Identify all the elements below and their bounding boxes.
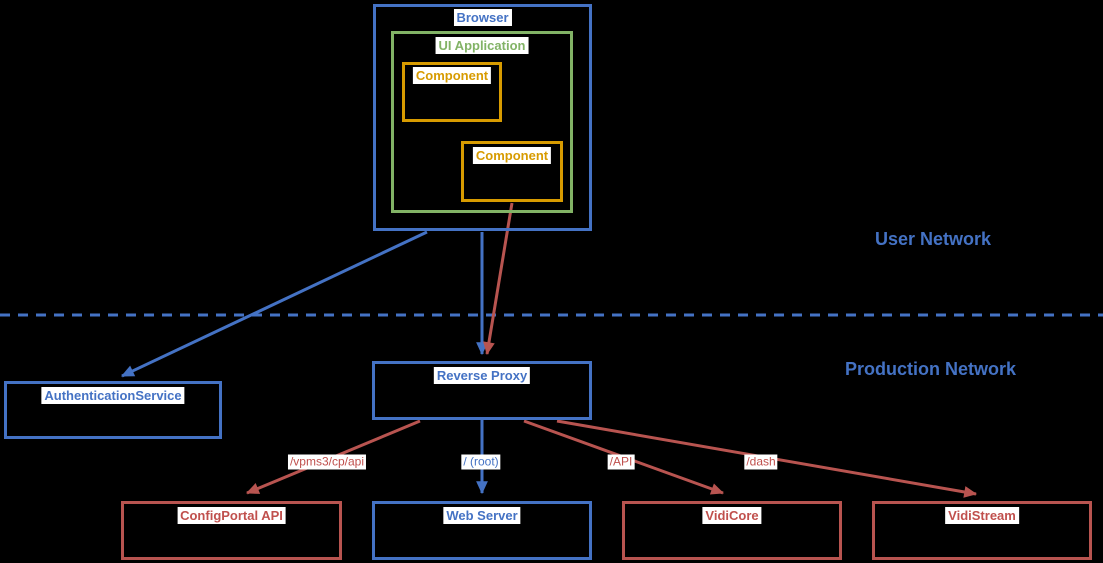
- node-vidicore-label: VidiCore: [702, 507, 762, 524]
- node-ui-application-label: UI Application: [435, 37, 529, 54]
- node-authentication-service-label: AuthenticationService: [41, 387, 185, 404]
- node-component-2: Component: [461, 141, 563, 202]
- edge-label-dash: /dash: [744, 454, 778, 470]
- node-web-server-label: Web Server: [443, 507, 521, 524]
- node-vidistream: VidiStream: [872, 501, 1092, 560]
- node-component-2-label: Component: [472, 147, 552, 164]
- node-reverse-proxy: Reverse Proxy: [372, 361, 592, 420]
- node-configportal-api-label: ConfigPortal API: [177, 507, 286, 524]
- node-authentication-service: AuthenticationService: [4, 381, 222, 439]
- edge-label-vpms3-cp-api: /vpms3/cp/api: [287, 454, 367, 470]
- node-web-server: Web Server: [372, 501, 592, 560]
- node-browser-label: Browser: [453, 9, 512, 26]
- node-component-1-label: Component: [412, 67, 492, 84]
- node-browser: Browser: [373, 4, 592, 231]
- edge-browser-authservice: [121, 230, 428, 378]
- node-vidicore: VidiCore: [622, 501, 842, 560]
- edge-label-api: /API: [607, 454, 635, 470]
- zone-label-production-network: Production Network: [845, 359, 1017, 379]
- edge-label-root: / (root): [461, 454, 501, 470]
- zone-label-user-network: User Network: [875, 229, 992, 249]
- node-configportal-api: ConfigPortal API: [121, 501, 342, 560]
- node-ui-application: UI Application: [391, 31, 573, 213]
- node-component-1: Component: [402, 62, 502, 122]
- node-reverse-proxy-label: Reverse Proxy: [433, 367, 531, 384]
- node-vidistream-label: VidiStream: [945, 507, 1019, 524]
